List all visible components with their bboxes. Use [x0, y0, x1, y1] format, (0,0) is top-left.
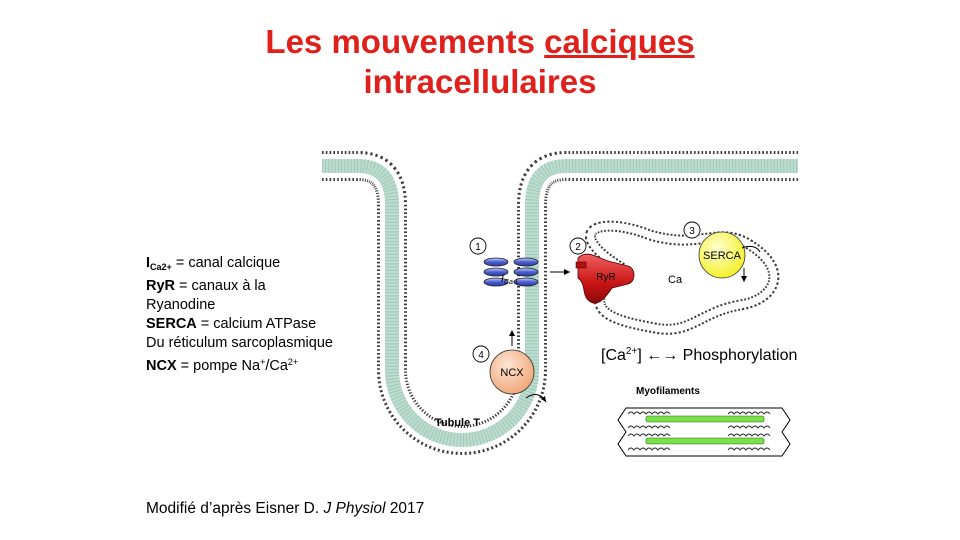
phospho-bracket: [Ca	[601, 347, 626, 364]
source-journal: J Physiol	[323, 500, 386, 517]
ryr-term: RyR	[146, 278, 176, 294]
ncx-sup-b: 2+	[287, 357, 299, 367]
phosphorylation-note: [Ca2+] ←→ Phosphorylation	[601, 346, 797, 365]
sr-calcium-label: Ca	[668, 274, 683, 286]
step-3-label: 3	[689, 226, 695, 237]
title-underlined-word: calciques	[544, 23, 695, 60]
legend-ryr-line2: Ryanodine	[146, 297, 216, 313]
channel-label-i: I	[501, 273, 504, 285]
serca-term: SERCA	[146, 316, 197, 332]
tubule-t-label: Tubule T	[435, 417, 480, 429]
ncx-exchanger: NCX	[489, 330, 547, 403]
l-type-calcium-channel: ICa-L	[483, 257, 539, 287]
source-year: 2017	[385, 500, 425, 517]
legend-ncx: NCX = pompe Na+/Ca2+	[146, 353, 361, 376]
legend-ica: ICa2+ = canal calcique	[146, 254, 361, 277]
ncx-text-a: = pompe Na	[176, 358, 261, 374]
serca-pump: SERCA	[698, 231, 761, 282]
svg-text:ICa-L: ICa-L	[501, 273, 519, 286]
step-2-label: 2	[575, 242, 581, 253]
legend-ryr: RyR = canaux à la	[146, 277, 361, 296]
title-line2: intracellulaires	[363, 63, 597, 100]
phospho-sup: 2+	[625, 346, 638, 357]
ryr-text: = canaux à la	[175, 278, 266, 294]
slide-title: Les mouvements calciques intracellulaire…	[0, 22, 960, 102]
ncx-term: NCX	[146, 358, 177, 374]
serca-label: SERCA	[703, 250, 742, 262]
channel-label-sub: Ca-L	[504, 279, 519, 286]
step-markers: 1 2 3 4	[469, 221, 701, 363]
serca-text: = calcium ATPase	[196, 316, 317, 332]
sarcolemma-membrane	[322, 151, 798, 455]
ica-text: = canal calcique	[171, 255, 281, 271]
ncx-text-b: /Ca	[265, 358, 288, 374]
ncx-label: NCX	[500, 367, 524, 379]
sarcoplasmic-reticulum	[585, 220, 780, 335]
step-1-label: 1	[475, 242, 481, 253]
ncx-sup-a: +	[260, 357, 266, 367]
ica-subscript: Ca2+	[150, 262, 172, 272]
source-citation: Modifié d’après Eisner D. J Physiol 2017	[146, 500, 424, 518]
ryr-label: RyR	[596, 272, 615, 283]
legend-serca: SERCA = calcium ATPase	[146, 315, 361, 334]
source-text: Modifié d’après Eisner D.	[146, 500, 324, 517]
ryanodine-receptor: RyR	[550, 253, 635, 304]
phospho-text: ] ←→ Phosphorylation	[637, 347, 798, 364]
myofilaments: Myofilaments	[617, 386, 791, 457]
title-part1: Les mouvements	[265, 23, 545, 60]
ica-symbol: I	[146, 255, 151, 271]
legend-serca-line2: Du réticulum sarcoplasmique	[146, 335, 333, 351]
myofilaments-label: Myofilaments	[636, 386, 700, 397]
legend: ICa2+ = canal calcique RyR = canaux à la…	[146, 254, 361, 376]
step-4-label: 4	[478, 350, 484, 361]
